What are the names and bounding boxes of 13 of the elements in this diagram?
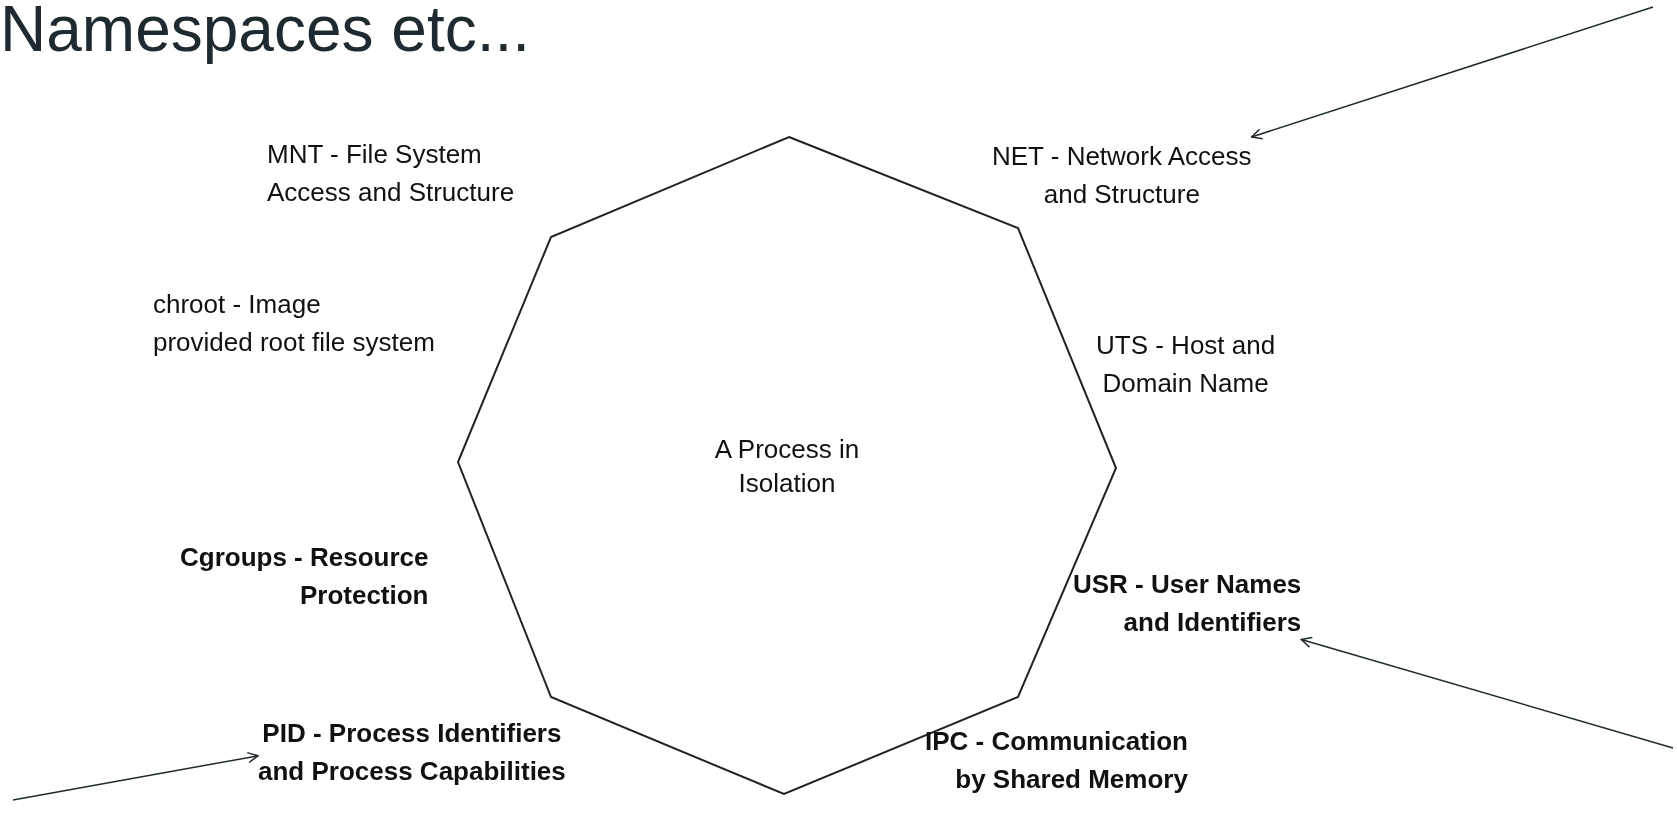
namespace-text: NET - Network Access and Structure: [992, 137, 1252, 213]
namespace-text: IPC - Communication by Shared Memory: [925, 725, 1188, 796]
namespace-text: PID - Process Identifiers and Process Capabilities: [258, 714, 566, 790]
process-text: A Process in Isolation: [714, 432, 860, 500]
namespace-text: MNT - File System Access and Structure: [267, 138, 515, 209]
namespace-text: Cgroups - Resource Protection: [180, 541, 429, 612]
namespace-text: USR - User Names and Identifiers: [1073, 565, 1302, 641]
title: Namespaces etc...: [0, 0, 530, 64]
arrow: [1300, 636, 1674, 749]
arrow: [12, 751, 259, 801]
namespace-text: chroot - Image provided root file system: [153, 288, 435, 359]
namespace-text: UTS - Host and Domain Name: [1096, 329, 1276, 400]
arrow: [1250, 6, 1654, 140]
